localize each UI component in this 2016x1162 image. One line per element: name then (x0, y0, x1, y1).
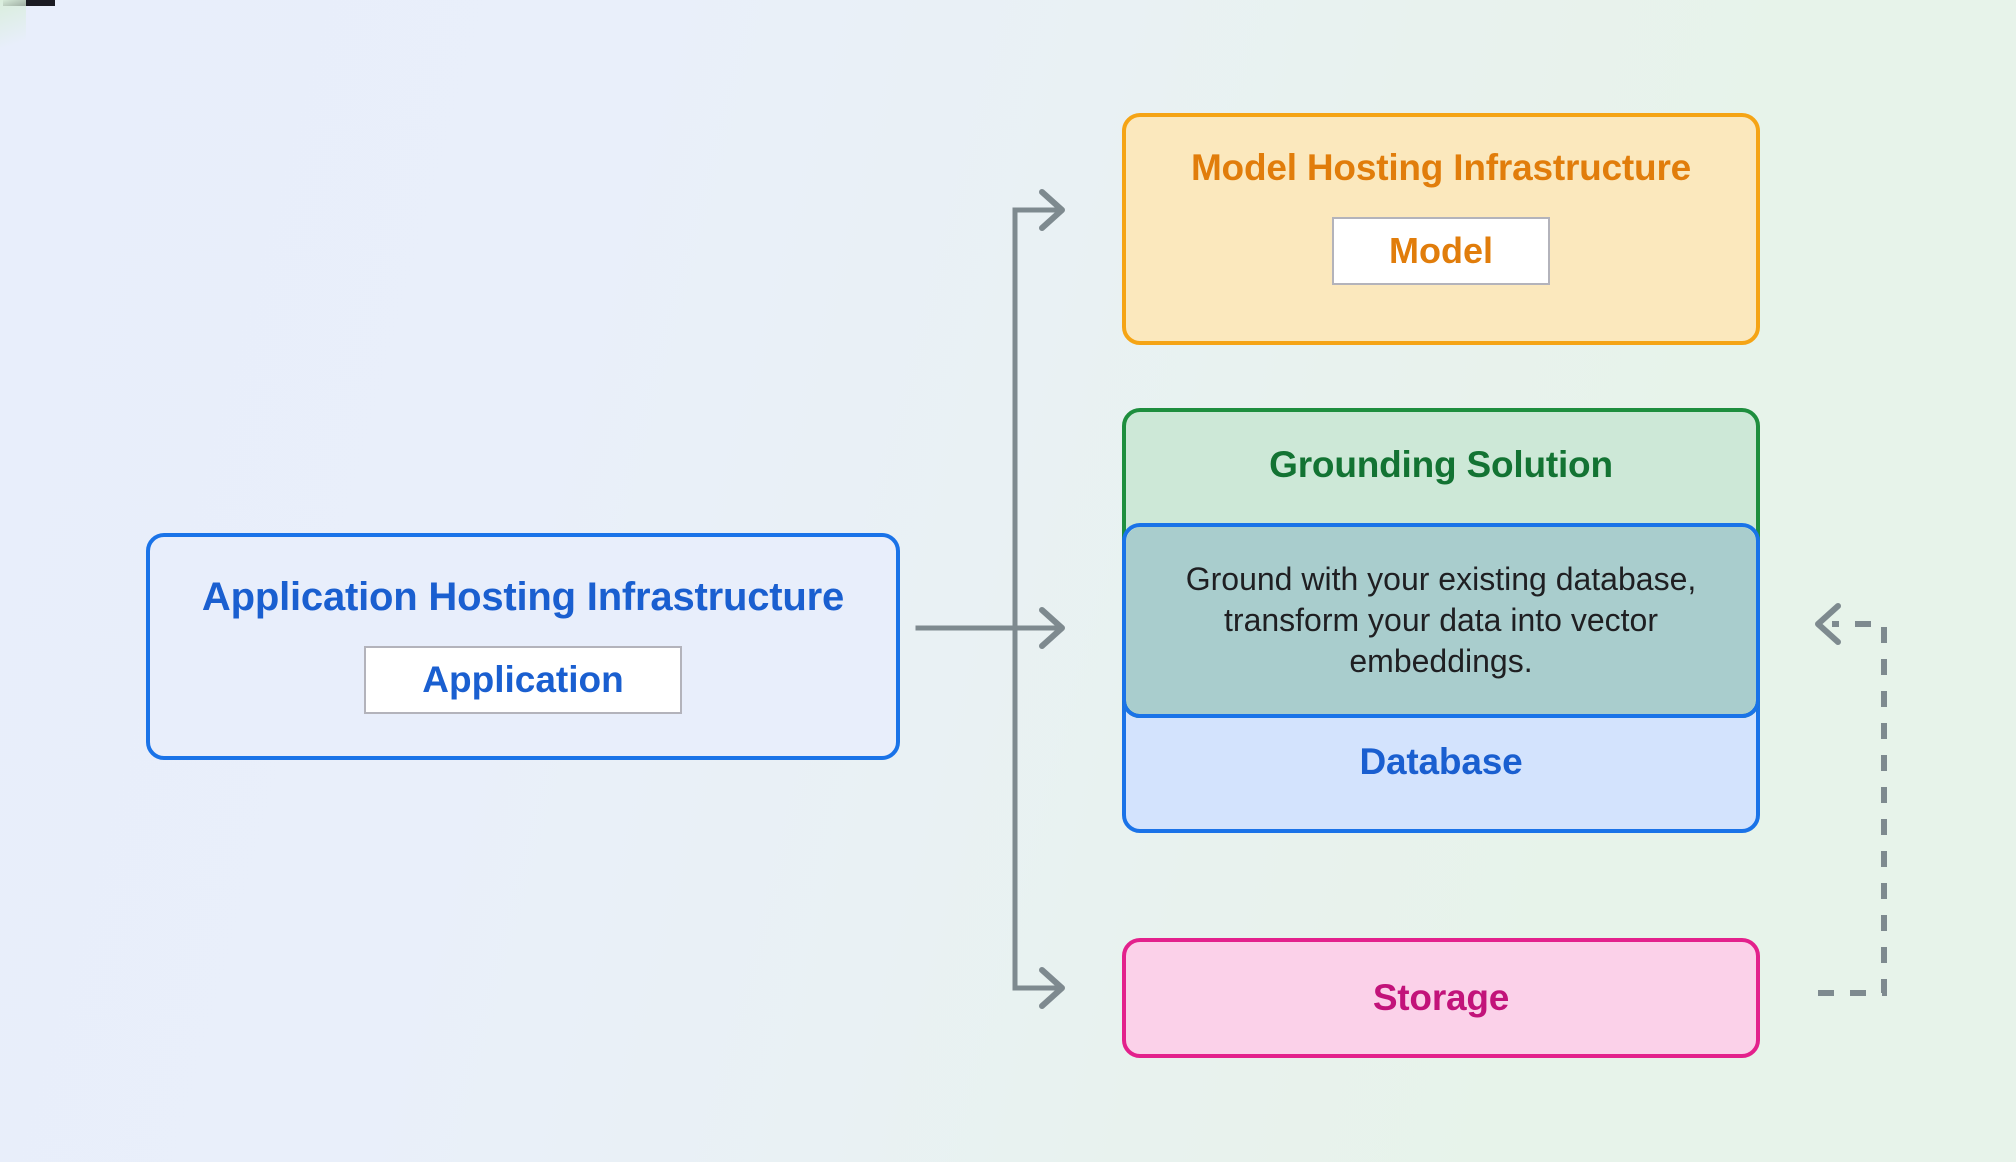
connector-dashed-storage-to-database (1818, 621, 1887, 996)
arrowhead-storage (1039, 967, 1065, 1009)
grounding-description-text: Ground with your existing database, tran… (1185, 561, 1697, 679)
chip-application[interactable]: Application (364, 646, 682, 714)
application-hosting-title: Application Hosting Infrastructure (201, 575, 845, 619)
arrowhead-grounding (1039, 607, 1065, 649)
arrowhead-dashed-database (1815, 603, 1841, 645)
chip-model[interactable]: Model (1332, 217, 1550, 285)
arrowhead-model-hosting (1039, 189, 1065, 231)
storage-title: Storage (1372, 977, 1510, 1018)
node-application-hosting-infrastructure[interactable]: Application Hosting Infrastructure Appli… (146, 533, 900, 760)
top-edge-artifact (3, 0, 55, 6)
grounding-solution-title: Grounding Solution (1269, 444, 1613, 485)
database-title: Database (1359, 741, 1523, 782)
model-hosting-title: Model Hosting Infrastructure (1190, 147, 1692, 188)
corner-tint-decoration (0, 0, 26, 60)
node-model-hosting-infrastructure[interactable]: Model Hosting Infrastructure Model (1122, 113, 1760, 345)
node-storage[interactable]: Storage (1122, 938, 1760, 1058)
grounding-description-panel: Ground with your existing database, tran… (1126, 527, 1756, 714)
